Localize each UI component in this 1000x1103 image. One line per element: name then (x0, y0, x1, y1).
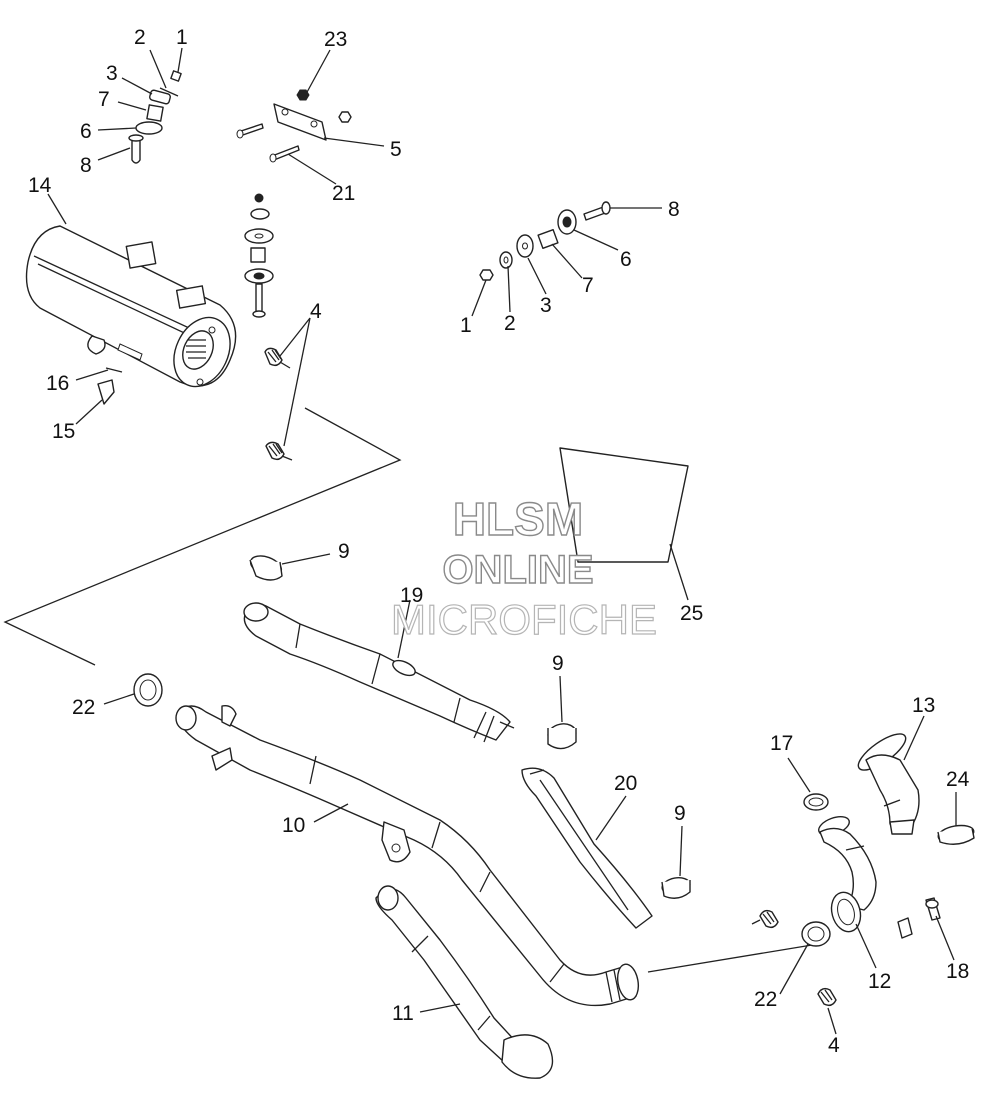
callout-1: 1 (176, 26, 188, 49)
hardware-right-row[interactable] (479, 201, 611, 281)
callout-17: 17 (770, 732, 793, 755)
callout-4: 4 (310, 300, 322, 323)
header-pipe-part-13[interactable] (853, 728, 920, 835)
pipe-part-11[interactable] (375, 885, 554, 1079)
callout-18: 18 (946, 960, 969, 983)
callout-14: 14 (28, 174, 52, 197)
leader-lines (47, 47, 957, 1035)
watermark-line-1: HLSM (453, 493, 583, 545)
callout-labels: 1 2 3 7 6 8 23 5 21 14 4 16 15 8 6 7 3 2… (28, 26, 970, 1057)
callout-22-right: 22 (754, 988, 777, 1011)
callout-20: 20 (614, 772, 637, 795)
callout-1-right: 1 (460, 314, 472, 337)
callout-9-right: 9 (674, 802, 686, 825)
callout-5: 5 (390, 138, 402, 161)
gasket-part-22-right[interactable] (801, 921, 831, 947)
callout-19: 19 (400, 584, 423, 607)
o-ring-part-17[interactable] (803, 793, 829, 811)
clamp-part-9-right[interactable] (661, 876, 691, 899)
callout-7: 7 (98, 88, 110, 111)
hardware-left-top[interactable] (128, 70, 182, 164)
callout-13: 13 (912, 694, 935, 717)
header-pipe-part-12[interactable] (816, 813, 877, 935)
gasket-part-22-left[interactable] (133, 673, 163, 707)
spring-part-4-right-bottom[interactable] (817, 987, 837, 1007)
clip-part-16[interactable] (105, 367, 123, 373)
callout-4-bottom: 4 (828, 1034, 840, 1057)
callout-7-right: 7 (582, 274, 594, 297)
spring-part-4-right-top[interactable] (751, 909, 779, 929)
callout-3-right: 3 (540, 294, 552, 317)
clamp-ring-part-24[interactable] (937, 823, 975, 845)
pipe-part-19[interactable] (243, 602, 515, 743)
callout-10: 10 (282, 814, 305, 837)
callout-6: 6 (80, 120, 92, 143)
callout-9-top: 9 (338, 540, 350, 563)
fastener-part-15[interactable] (97, 379, 115, 405)
spring-part-4-top[interactable] (264, 347, 291, 369)
clamp-part-9-top[interactable] (248, 552, 284, 581)
callout-2-right: 2 (504, 312, 516, 335)
heat-shield-part-25[interactable] (559, 447, 689, 563)
bracket-part-5[interactable] (236, 89, 352, 163)
callout-8-right: 8 (668, 198, 680, 221)
callout-3: 3 (106, 62, 118, 85)
assembly-lines (3, 407, 813, 973)
callout-21: 21 (332, 182, 355, 205)
callout-8: 8 (80, 154, 92, 177)
stud-part-18[interactable] (897, 897, 941, 939)
callout-25: 25 (680, 602, 703, 625)
clamp-part-9-middle[interactable] (546, 722, 577, 750)
callout-16: 16 (46, 372, 69, 395)
watermark-line-3: MICROFICHE (391, 596, 657, 643)
callout-9-middle: 9 (552, 652, 564, 675)
muffler-part-14[interactable] (25, 225, 241, 396)
callout-12: 12 (868, 970, 891, 993)
callout-23: 23 (324, 28, 347, 51)
pipe-part-10[interactable] (175, 704, 641, 1007)
callout-2: 2 (134, 26, 146, 49)
pipe-part-20[interactable] (521, 767, 653, 929)
callout-6-right: 6 (620, 248, 632, 271)
callout-22-left: 22 (72, 696, 95, 719)
watermark: HLSM ONLINE MICROFICHE (390, 492, 657, 643)
mount-stack[interactable] (244, 193, 274, 318)
watermark-line-2: ONLINE (442, 548, 593, 592)
callout-24: 24 (946, 768, 970, 791)
callout-15: 15 (52, 420, 75, 443)
callout-11: 11 (392, 1002, 414, 1025)
spring-part-4-middle[interactable] (265, 441, 293, 461)
